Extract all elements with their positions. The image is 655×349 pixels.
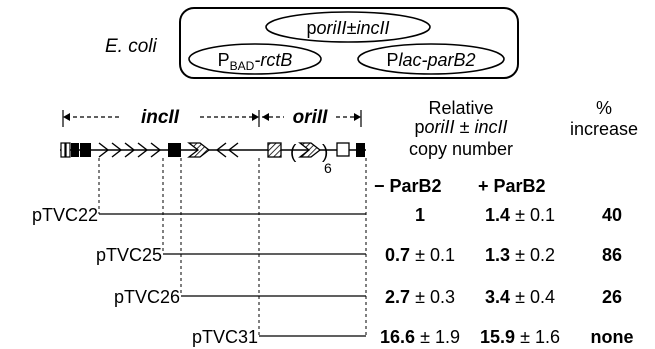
plasmid-pbad-rctb-label: PBAD-rctB [218,50,293,73]
dashed-guides [98,158,367,336]
relative-header-line2: poriII ± incII [415,117,508,137]
plasmid-plac-parb2 [357,43,505,75]
incii-region-label: incII [141,107,180,128]
percent-increase: 40 [602,205,622,225]
percent-increase: 86 [602,245,622,265]
repeat-close-paren: ) [322,142,328,163]
row-ptvc22: pTVC22 1 1.4± 0.1 40 [32,205,622,225]
orii-region-label: oriII [293,107,329,128]
plasmid-porii-incii [265,11,431,43]
minus-parb2-value: 2.7± 0.3 [385,287,455,307]
percent-header-line1: % [596,98,612,118]
map-features [60,142,365,158]
row-ptvc31: pTVC31 16.6± 1.9 15.9± 1.6 none [192,327,634,347]
plasmid-pbad-rctb [188,43,322,75]
construct-name: pTVC22 [32,205,98,225]
minus-parb2-header: − ParB2 [374,176,442,196]
row-ptvc25: pTVC25 0.7± 0.1 1.3± 0.2 86 [96,245,622,265]
construct-name: pTVC31 [192,327,258,347]
minus-parb2-value: 0.7± 0.1 [385,245,455,265]
plus-parb2-value: 1.3± 0.2 [485,245,555,265]
plus-parb2-value: 3.4± 0.4 [485,287,555,307]
minus-parb2-value: 16.6± 1.9 [380,327,460,347]
plus-parb2-header: + ParB2 [478,176,546,196]
relative-header-line1: Relative [428,98,493,118]
plus-parb2-value: 15.9± 1.6 [480,327,560,347]
relative-header-line3: copy number [409,139,513,159]
percent-header-line2: increase [570,119,638,139]
construct-name: pTVC25 [96,245,162,265]
repeat-open-paren: ( [290,142,297,163]
construct-name: pTVC26 [114,287,180,307]
percent-increase: 26 [602,287,622,307]
plasmid-plac-parb2-label: Plac-parB2 [386,50,475,70]
minus-parb2-value: 1 [415,205,425,225]
cell-outline [179,7,519,79]
percent-increase: none [591,327,634,347]
repeat-count: 6 [324,160,332,176]
organism-label: E. coli [105,36,158,57]
row-ptvc26: pTVC26 2.7± 0.3 3.4± 0.4 26 [114,287,622,307]
plasmid-porii-incii-label: poriII±incII [307,18,390,38]
incii-bracket [62,110,260,127]
chevron-repeats [98,142,162,158]
plus-parb2-value: 1.4± 0.1 [485,205,555,225]
